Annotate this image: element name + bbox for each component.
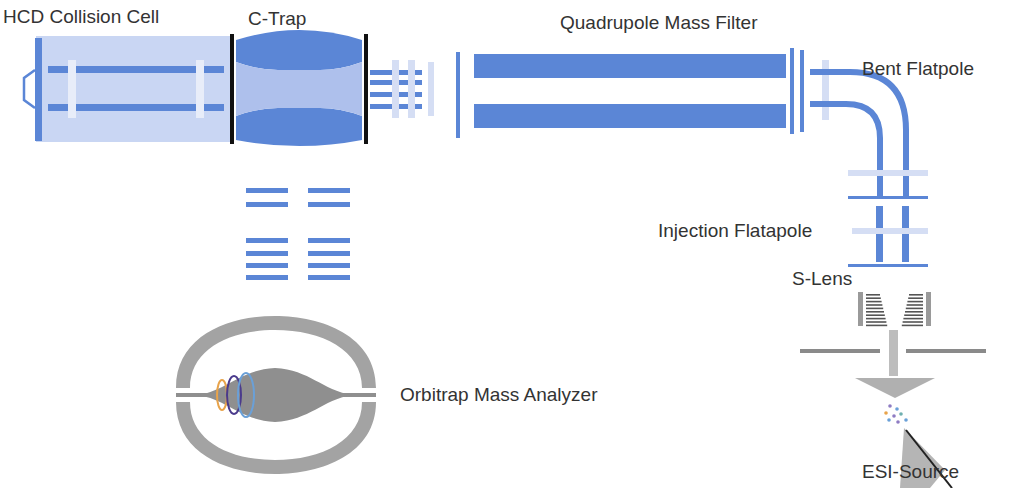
s-lens-plates-part: [906, 308, 923, 310]
transfer-lenses-part: [246, 275, 288, 280]
quadrupole-mass-filter-part: [790, 48, 794, 134]
hcd-collision-cell: [24, 36, 232, 142]
orbitrap-analyzer-part: [238, 373, 254, 417]
transfer-lenses-part: [308, 275, 350, 280]
s-lens-plates-part: [907, 304, 923, 306]
bent-flatpole-part: [810, 72, 906, 196]
esi-source-part: [892, 414, 896, 418]
s-lens-plates-part: [905, 311, 923, 313]
c-trap-part: [236, 62, 362, 116]
esi-source-part: [896, 420, 900, 424]
s-lens-plates-part: [908, 297, 923, 299]
orbitrap-analyzer: [176, 316, 376, 474]
s-lens-plates-part: [903, 321, 923, 323]
hcd-collision-cell-part: [36, 36, 232, 142]
hcd-collision-cell-part: [196, 60, 204, 118]
s-lens-plates-part: [902, 325, 923, 327]
lens-plate: [848, 170, 928, 176]
esi-source-part: [800, 349, 880, 353]
c-trap-part: [364, 34, 368, 144]
part-label: HCD Collision Cell: [3, 6, 159, 28]
s-lens-part: [926, 292, 931, 326]
quadrupole-mass-filter-part: [474, 54, 786, 78]
quadrupole-mass-filter: [474, 48, 829, 134]
s-lens-plates-part: [866, 297, 881, 299]
injection-flatapole-part: [848, 196, 928, 199]
esi-source-part: [904, 418, 908, 422]
s-lens: [858, 292, 931, 326]
esi-source-part: [855, 378, 935, 398]
transfer-lenses-part: [246, 188, 288, 193]
esi-source: [800, 330, 986, 488]
s-lens-plates-part: [866, 301, 882, 303]
s-lens-plates-part: [909, 294, 923, 296]
part-label: Injection Flatapole: [658, 220, 812, 242]
part-label: C-Trap: [248, 8, 306, 30]
transfer-lenses-part: [246, 238, 288, 243]
transfer-multipole-part: [392, 60, 399, 118]
s-lens-plates-part: [866, 321, 886, 323]
transfer-lenses: [246, 188, 350, 280]
s-lens-plates-part: [866, 304, 882, 306]
transfer-multipole: [370, 52, 460, 138]
bent-flatpole: [810, 72, 906, 196]
esi-source-part: [906, 349, 986, 353]
hcd-collision-cell-part: [24, 70, 35, 108]
s-lens-plates-part: [907, 301, 923, 303]
s-lens-plates: [866, 294, 923, 326]
esi-source-part: [899, 412, 903, 416]
bent-flatpole-part: [810, 104, 880, 196]
transfer-lenses-part: [246, 263, 288, 268]
transfer-lenses-part: [308, 263, 350, 268]
transfer-multipole-part: [408, 60, 415, 118]
transfer-lenses-part: [246, 202, 288, 207]
transfer-multipole-part: [428, 62, 434, 116]
c-trap-part: [230, 34, 234, 144]
s-lens-plates-part: [903, 318, 923, 320]
injection-flatapole-part: [852, 228, 928, 234]
s-lens-plates-part: [866, 308, 883, 310]
s-lens-plates-part: [866, 318, 886, 320]
hcd-collision-cell-part: [35, 38, 42, 141]
esi-source-part: [884, 411, 888, 415]
transfer-multipole-part: [456, 52, 460, 138]
transfer-lenses-part: [246, 251, 288, 256]
injection-flatapole-part: [848, 264, 928, 267]
esi-source-part: [887, 418, 891, 422]
quadrupole-mass-filter-part: [800, 50, 804, 132]
part-label: Orbitrap Mass Analyzer: [400, 384, 597, 406]
transfer-lenses-part: [308, 251, 350, 256]
part-label: Quadrupole Mass Filter: [560, 12, 757, 34]
quadrupole-mass-filter-part: [474, 104, 786, 128]
s-lens-plates-part: [866, 311, 884, 313]
c-trap-part: [236, 108, 362, 146]
s-lens-part: [858, 292, 863, 326]
transfer-lenses-part: [308, 238, 350, 243]
injection-flatapole: [848, 196, 928, 267]
part-label: S-Lens: [792, 268, 852, 290]
c-trap: [230, 30, 368, 146]
transfer-lenses-part: [308, 202, 350, 207]
orbitrap-analyzer-part: [198, 368, 352, 422]
s-lens-plates-part: [866, 325, 887, 327]
s-lens-plates-part: [866, 314, 885, 316]
c-trap-part: [236, 30, 362, 70]
part-label: Bent Flatpole: [862, 58, 974, 80]
esi-source-part: [889, 330, 898, 376]
esi-source-part: [888, 404, 892, 408]
part-label: ESI-Source: [862, 461, 959, 483]
hcd-collision-cell-part: [68, 60, 76, 118]
transfer-lenses-part: [308, 188, 350, 193]
orbitrap-analyzer-part: [217, 380, 227, 410]
s-lens-plates-part: [866, 294, 880, 296]
esi-source-part: [895, 407, 899, 411]
s-lens-plates-part: [904, 314, 923, 316]
